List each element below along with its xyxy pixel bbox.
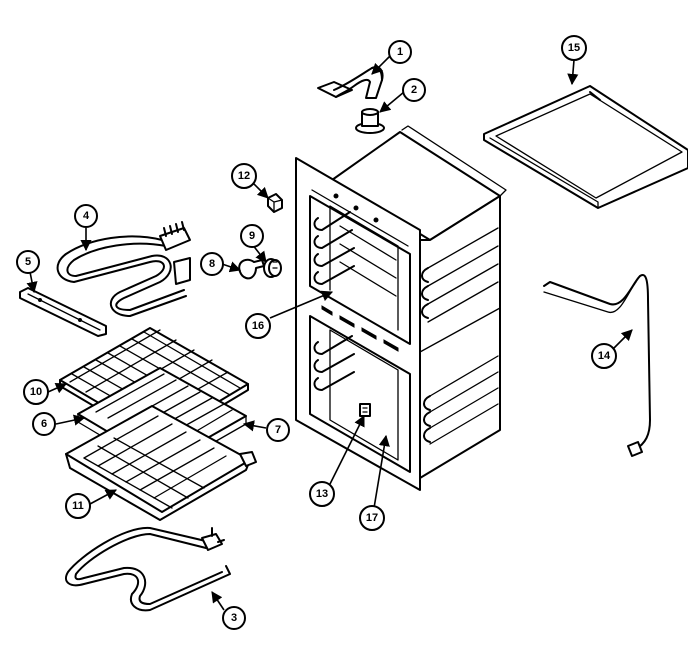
callout-3: 3: [222, 606, 246, 630]
vent-fitting: [355, 108, 385, 134]
callout-15-label: 15: [568, 42, 580, 54]
callout-leaders: [26, 55, 633, 611]
callout-9-label: 9: [249, 230, 255, 242]
top-panel: [483, 85, 688, 209]
power-cord: [543, 274, 651, 457]
bake-element: [56, 221, 191, 317]
callout-16: 16: [245, 313, 271, 339]
callout-4: 4: [74, 204, 98, 228]
callout-2: 2: [402, 78, 426, 102]
oven-cavity-body: [295, 125, 507, 491]
callout-5: 5: [16, 250, 40, 274]
callout-16-label: 16: [252, 320, 264, 332]
oven-sensor: [359, 403, 371, 417]
callout-17-label: 17: [366, 512, 378, 524]
callout-1-label: 1: [397, 46, 403, 58]
callout-11-label: 11: [72, 500, 84, 512]
callout-7-label: 7: [275, 424, 281, 436]
callout-7: 7: [266, 418, 290, 442]
callout-12: 12: [231, 163, 257, 189]
callout-10-label: 10: [30, 386, 42, 398]
callout-15: 15: [561, 35, 587, 61]
callout-3-label: 3: [231, 612, 237, 624]
callout-6: 6: [32, 412, 56, 436]
callout-5-label: 5: [25, 256, 31, 268]
callout-17: 17: [359, 505, 385, 531]
vent-duct: [317, 66, 384, 99]
broil-pan: [65, 405, 257, 521]
callout-11: 11: [65, 493, 91, 519]
callout-10: 10: [23, 379, 49, 405]
callout-13-label: 13: [316, 488, 328, 500]
callout-12-label: 12: [238, 170, 250, 182]
callout-8: 8: [200, 252, 224, 276]
callout-1: 1: [388, 40, 412, 64]
small-knob: [267, 193, 283, 213]
receptacle: [263, 258, 282, 278]
callout-2-label: 2: [411, 84, 417, 96]
broil-element: [65, 526, 231, 612]
callout-14-label: 14: [598, 350, 611, 362]
callout-6-label: 6: [41, 418, 47, 430]
element-bracket: [19, 287, 107, 337]
callout-8-label: 8: [209, 258, 215, 270]
callout-4-label: 4: [83, 210, 90, 222]
callout-14: 14: [591, 343, 617, 369]
callout-13: 13: [309, 481, 335, 507]
callout-9: 9: [240, 224, 264, 248]
light-bulb: [238, 258, 265, 280]
